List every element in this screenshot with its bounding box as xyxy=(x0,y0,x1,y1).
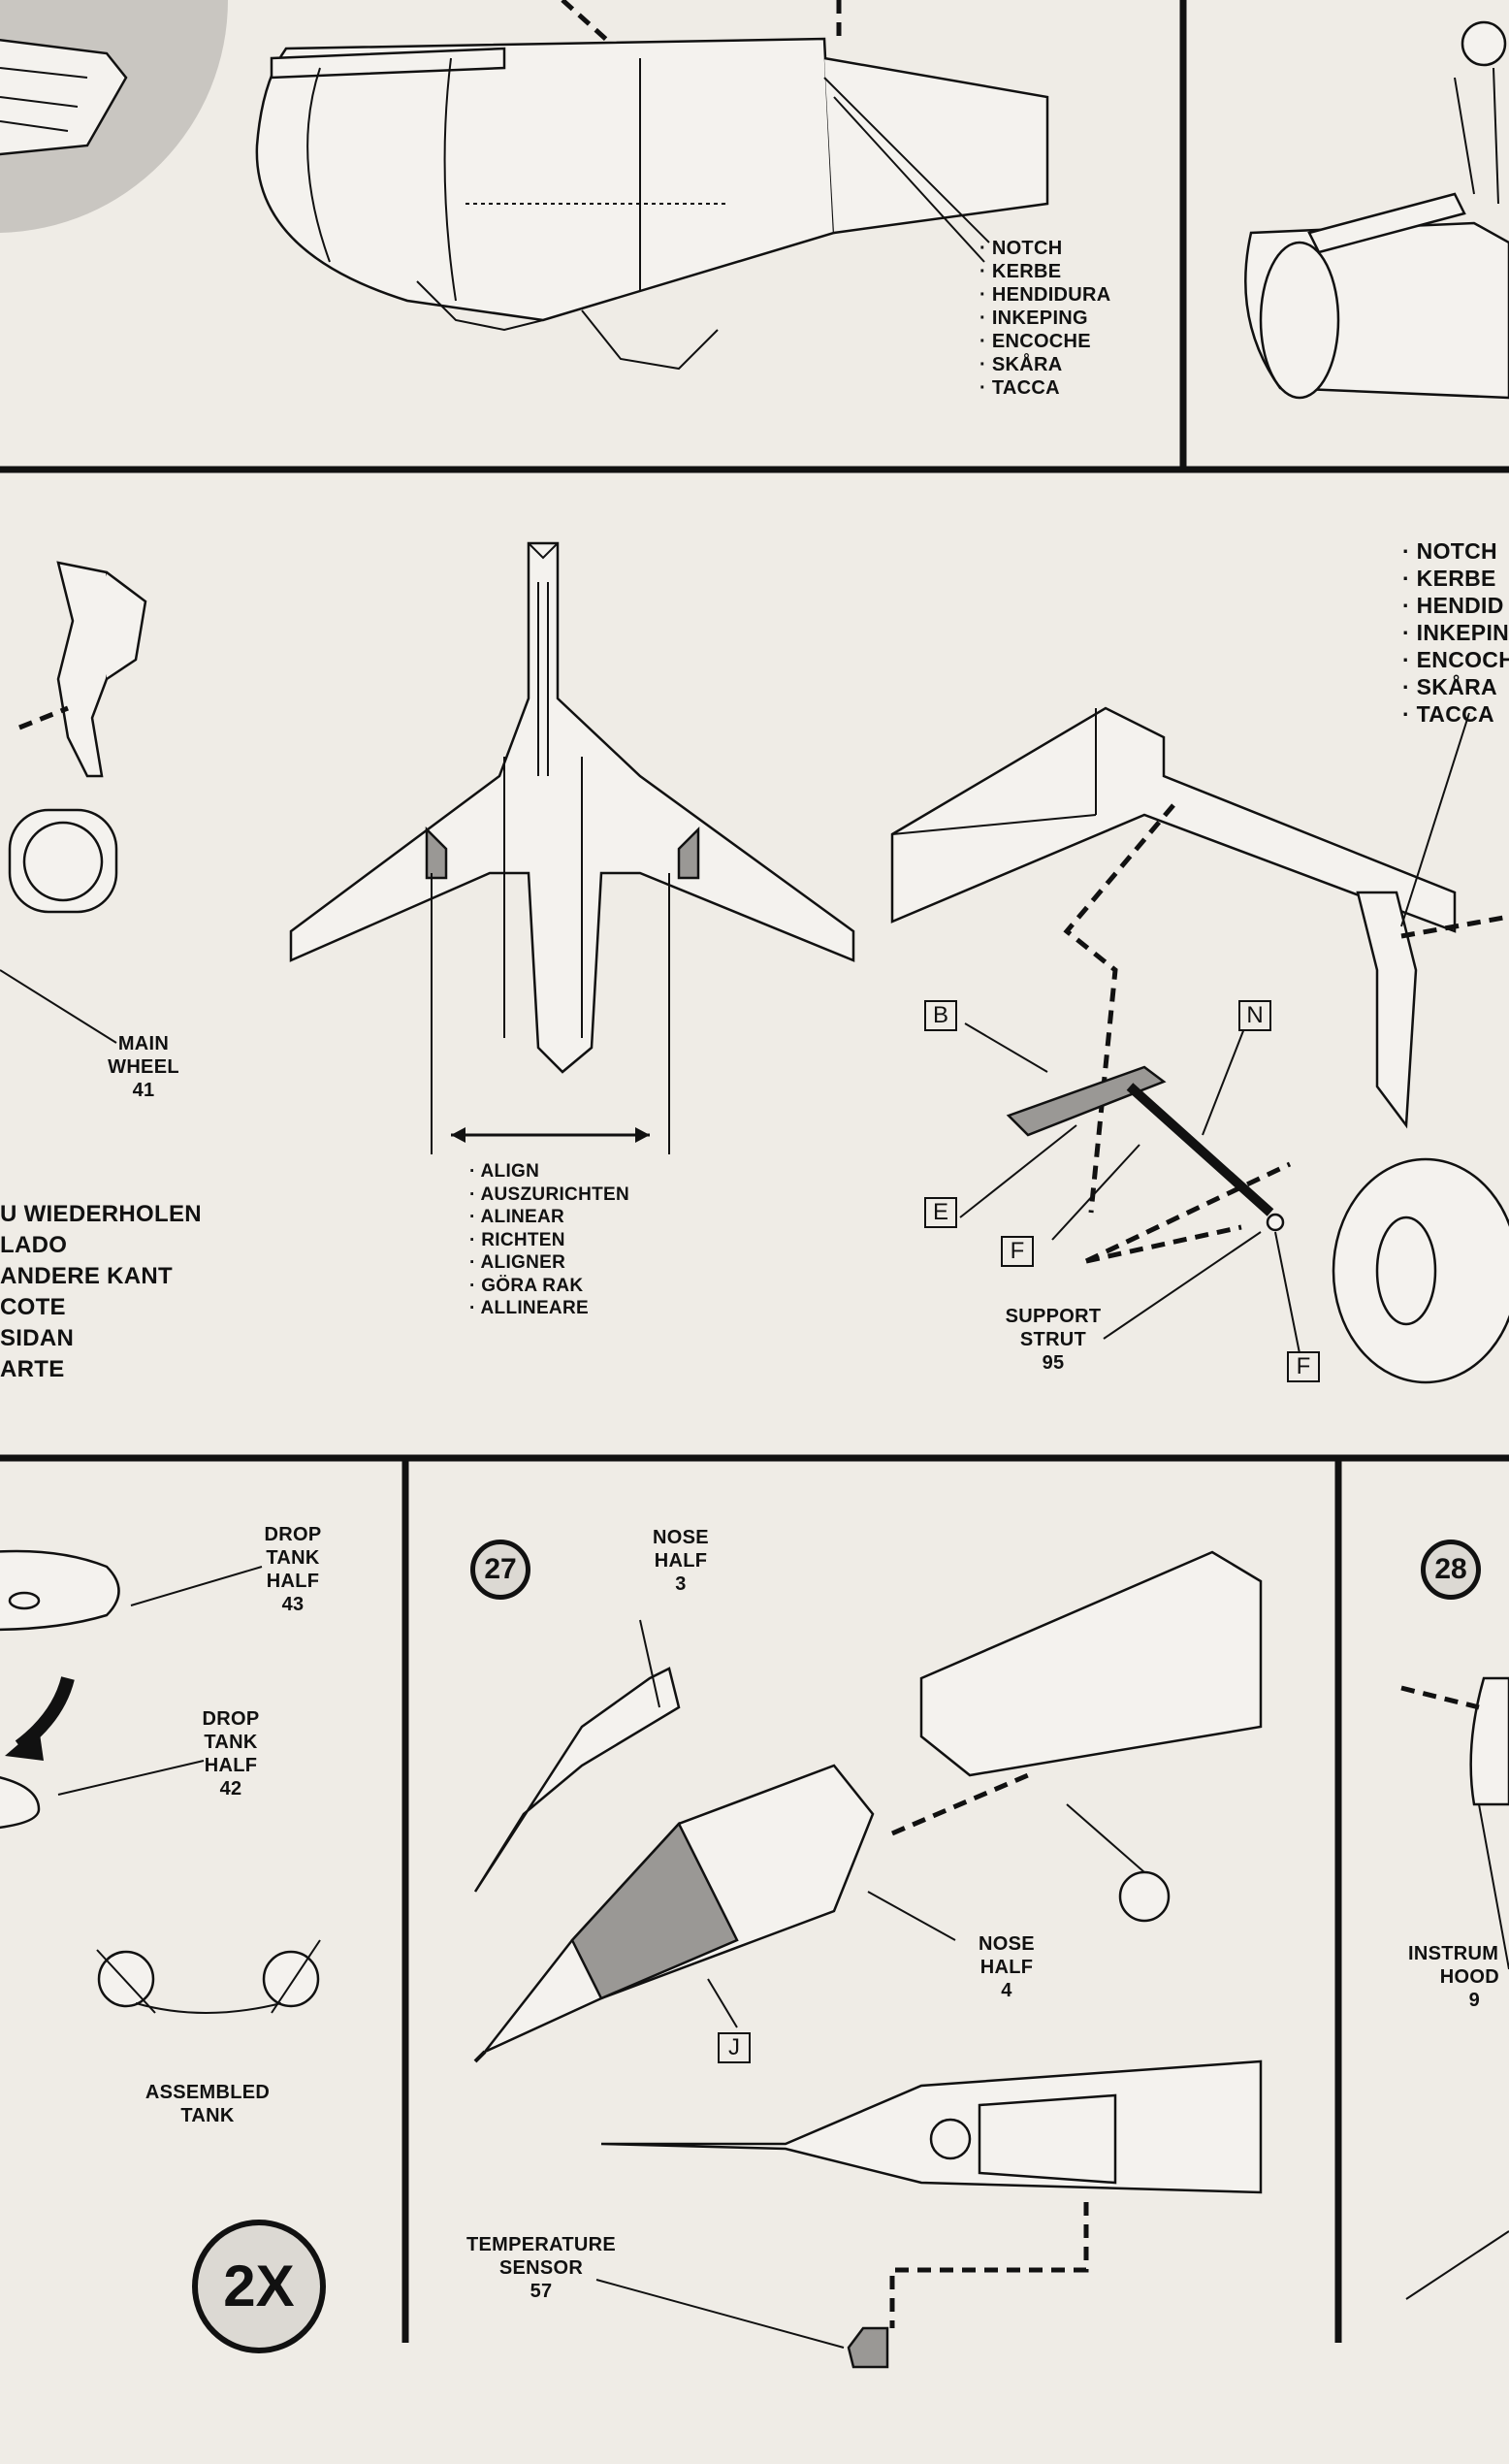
align-label-2: · ALINEAR xyxy=(469,1207,565,1227)
step-27-badge: 27 xyxy=(470,1540,530,1600)
align-label-0: · ALIGN xyxy=(469,1161,540,1182)
notch-label-right-1: · KERBE xyxy=(1402,566,1496,591)
aircraft-planform-drawing xyxy=(289,541,855,1074)
part-letter-b: B xyxy=(924,1000,957,1031)
drop-tank-42-line-0: DROP xyxy=(202,1708,260,1730)
part-letter-j: J xyxy=(718,2032,751,2063)
nose-half-3-line-2: 3 xyxy=(675,1573,687,1595)
step-28-badge: 28 xyxy=(1421,1540,1481,1600)
main-wheel-label: MAIN WHEEL 41 xyxy=(105,1032,182,1102)
repeat-label-3: COTE xyxy=(0,1294,66,1320)
align-label-6: · ALLINEARE xyxy=(469,1298,589,1318)
main-wheel-line-0: MAIN xyxy=(117,1033,170,1054)
assembled-tank-drawing xyxy=(96,1939,321,2014)
drop-tank-42-label: DROP TANK HALF 42 xyxy=(192,1707,270,1800)
notch-label-2: · HENDIDURA xyxy=(979,284,1111,306)
panel-borders xyxy=(0,0,1509,2343)
nose-half-4-line-2: 4 xyxy=(1001,1980,1012,2001)
fuselage-drawing xyxy=(255,37,1049,371)
notch-label-0: · NOTCH xyxy=(979,238,1063,259)
main-wheel-line-1: WHEEL xyxy=(108,1056,179,1078)
part-letter-e: E xyxy=(924,1197,957,1228)
notch-label-4: · ENCOCHE xyxy=(979,331,1091,352)
repeat-other-side-list: U WIEDERHOLEN LADO ANDERE KANT COTE SIDA… xyxy=(0,1199,202,1385)
align-label-5: · GÖRA RAK xyxy=(469,1275,584,1296)
wing-and-gear-drawing xyxy=(890,706,1509,1384)
notch-label-right-0: · NOTCH xyxy=(1402,538,1497,564)
notch-label-1: · KERBE xyxy=(979,261,1062,282)
temperature-sensor-line-1: SENSOR xyxy=(498,2257,584,2279)
drop-tank-43-line-0: DROP xyxy=(264,1524,322,1545)
align-label-1: · AUSZURICHTEN xyxy=(469,1183,630,1205)
support-strut-line-0: SUPPORT xyxy=(1005,1306,1102,1327)
temperature-sensor-line-2: 57 xyxy=(530,2281,553,2302)
drop-tank-42-line-3: 42 xyxy=(219,1778,242,1799)
nose-half-3-line-1: HALF xyxy=(654,1550,708,1572)
nose-half-3-line-0: NOSE xyxy=(653,1527,709,1548)
temperature-sensor-line-0: TEMPERATURE xyxy=(466,2234,617,2255)
instrument-hood-line-1: HOOD xyxy=(1439,1966,1499,1988)
support-strut-line-2: 95 xyxy=(1042,1352,1065,1374)
instrument-hood-line-0: INSTRUM xyxy=(1408,1943,1499,1964)
notch-label-list-right: · NOTCH · KERBE · HENDID · INKEPIN · ENC… xyxy=(1402,537,1509,728)
align-label-list: · ALIGN · AUSZURICHTEN · ALINEAR · RICHT… xyxy=(469,1160,629,1320)
notch-label-5: · SKÅRA xyxy=(979,354,1063,375)
notch-label-list: · NOTCH · KERBE · HENDIDURA · INKEPING ·… xyxy=(979,237,1111,400)
notch-label-right-3: · INKEPIN xyxy=(1402,620,1509,645)
main-wheel-gear-drawing xyxy=(8,561,147,914)
support-strut-label: SUPPORT STRUT 95 xyxy=(995,1305,1111,1375)
drop-tank-43-line-1: TANK xyxy=(266,1547,320,1569)
nose-half-3-label: NOSE HALF 3 xyxy=(642,1526,720,1596)
instrument-hood-drawing xyxy=(1469,1676,1509,1806)
notch-label-right-4: · ENCOCH xyxy=(1402,647,1509,672)
repeat-label-4: SIDAN xyxy=(0,1325,75,1351)
repeat-label-0: U WIEDERHOLEN xyxy=(0,1201,202,1227)
drop-tank-43-line-2: HALF xyxy=(266,1571,320,1592)
fuselage-drawing-right xyxy=(1244,20,1509,400)
align-label-4: · ALIGNER xyxy=(469,1252,566,1273)
notch-label-right-6: · TACCA xyxy=(1402,701,1494,727)
nose-assembly-drawing xyxy=(473,1550,1263,2063)
drop-tank-43-line-3: 43 xyxy=(281,1594,305,1615)
notch-label-right-5: · SKÅRA xyxy=(1402,674,1497,699)
support-strut-line-1: STRUT xyxy=(1019,1329,1087,1350)
repeat-label-5: ARTE xyxy=(0,1356,65,1382)
repeat-label-2: ANDERE KANT xyxy=(0,1263,173,1289)
drop-tank-42-line-2: HALF xyxy=(204,1755,258,1776)
part-letter-f-1: F xyxy=(1001,1236,1034,1267)
instrument-hood-label: INSTRUM HOOD 9 xyxy=(1408,1942,1509,2012)
drop-tank-drawing xyxy=(0,1549,263,1830)
nose-half-4-label: NOSE HALF 4 xyxy=(968,1932,1045,2002)
nose-half-4-line-0: NOSE xyxy=(979,1933,1035,1955)
notch-label-3: · INKEPING xyxy=(979,308,1088,329)
notch-label-right-2: · HENDID xyxy=(1402,593,1504,618)
support-strut-drawing xyxy=(1006,1065,1285,1232)
assembled-tank-line-0: ASSEMBLED xyxy=(144,2082,271,2103)
part-letter-f-2: F xyxy=(1287,1351,1320,1382)
drop-tank-42-line-1: TANK xyxy=(204,1732,258,1753)
instrument-hood-line-2: 9 xyxy=(1468,1990,1480,2011)
temperature-sensor-label: TEMPERATURE SENSOR 57 xyxy=(454,2233,628,2303)
align-label-3: · RICHTEN xyxy=(469,1229,565,1250)
drop-tank-43-label: DROP TANK HALF 43 xyxy=(254,1523,332,1616)
top-left-detail-circle xyxy=(0,0,229,233)
main-wheel-line-2: 41 xyxy=(132,1080,155,1101)
quantity-2x-badge: 2X xyxy=(192,2220,326,2353)
assembled-tank-line-1: TANK xyxy=(180,2105,235,2126)
repeat-label-1: LADO xyxy=(0,1232,68,1258)
nose-cone-bottom-drawing xyxy=(600,2059,1263,2369)
assembled-tank-label: ASSEMBLED TANK xyxy=(130,2081,285,2127)
nose-half-4-line-1: HALF xyxy=(979,1957,1034,1978)
notch-label-6: · TACCA xyxy=(979,377,1060,399)
part-letter-n: N xyxy=(1238,1000,1271,1031)
